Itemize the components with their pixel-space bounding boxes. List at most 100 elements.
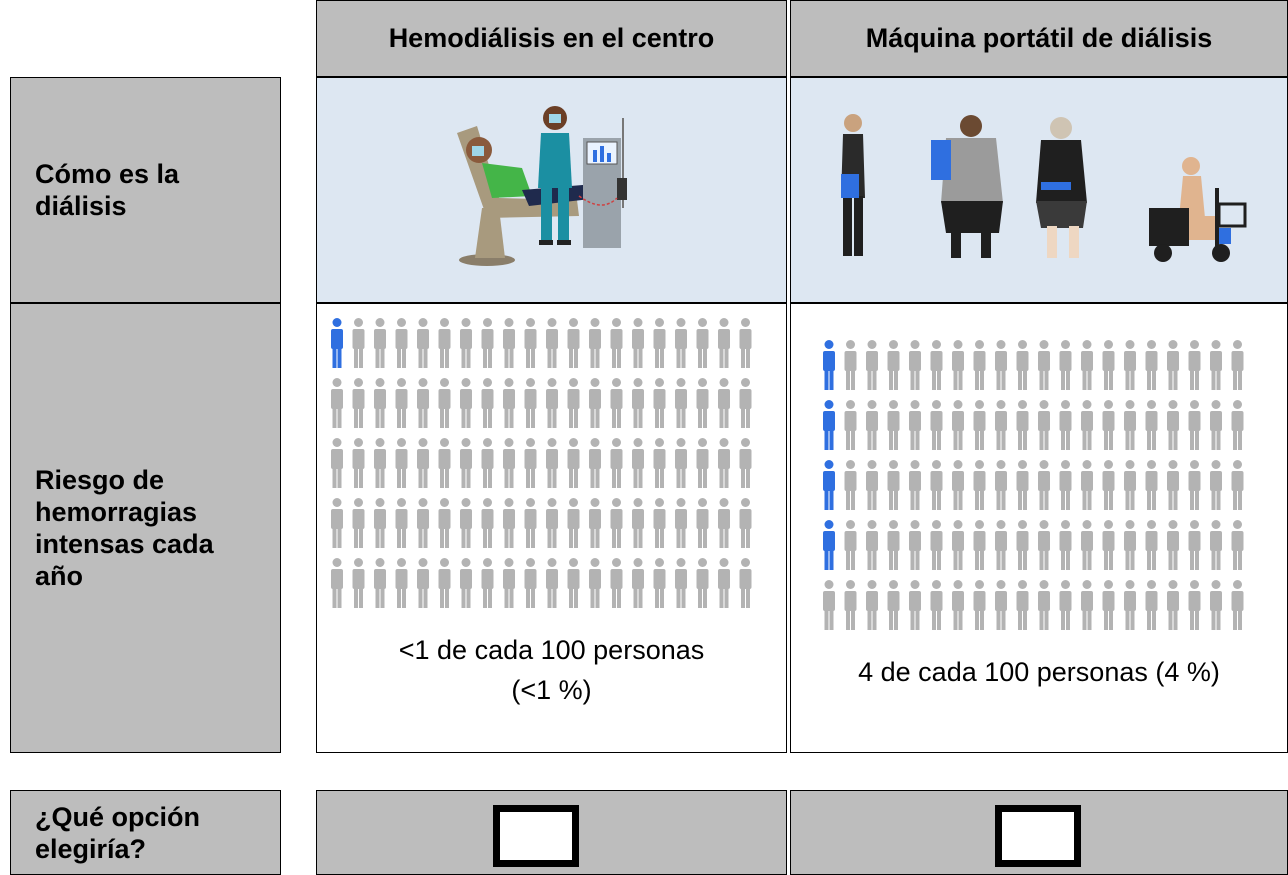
- person-icon: [352, 318, 365, 368]
- person-icon: [887, 520, 900, 570]
- person-icon: [696, 498, 709, 548]
- person-icon: [1188, 580, 1201, 630]
- person-icon: [952, 580, 964, 630]
- icon-array-hemodialysis: [331, 318, 752, 608]
- row-label-how-dialysis-text: Cómo es la diálisis: [35, 159, 180, 221]
- person-icon: [909, 520, 921, 570]
- person-icon: [973, 400, 986, 450]
- person-icon: [438, 318, 451, 368]
- person-icon: [567, 558, 580, 608]
- person-icon: [567, 438, 580, 488]
- person-icon: [524, 498, 537, 548]
- person-icon: [1124, 340, 1136, 390]
- person-icon: [930, 400, 943, 450]
- person-icon: [1188, 400, 1201, 450]
- person-icon: [718, 498, 730, 548]
- person-icon: [823, 580, 835, 630]
- person-icon: [417, 438, 429, 488]
- person-icon: [952, 400, 964, 450]
- person-icon: [909, 460, 921, 510]
- person-icon: [331, 558, 343, 608]
- person-icon: [589, 378, 601, 428]
- person-icon: [1081, 400, 1093, 450]
- person-icon: [1059, 520, 1072, 570]
- person-icon: [952, 460, 964, 510]
- person-icon: [352, 378, 365, 428]
- column-header-portable-machine: Máquina portátil de diálisis: [790, 0, 1288, 77]
- person-icon: [460, 378, 472, 428]
- person-icon: [632, 558, 644, 608]
- person-icon: [739, 438, 752, 488]
- person-icon: [1102, 460, 1115, 510]
- person-icon: [632, 438, 644, 488]
- person-icon: [1059, 340, 1072, 390]
- person-icon: [1102, 400, 1115, 450]
- person-icon: [1145, 460, 1158, 510]
- person-icon: [481, 438, 494, 488]
- person-icon: [653, 498, 666, 548]
- choice-checkbox-portable[interactable]: [995, 805, 1081, 867]
- person-icon: [887, 400, 900, 450]
- person-icon: [1188, 460, 1201, 510]
- person-icon: [1038, 580, 1050, 630]
- choice-checkbox-hemodialysis[interactable]: [493, 805, 579, 867]
- person-icon: [395, 438, 408, 488]
- person-icon: [995, 580, 1007, 630]
- person-icon: [866, 340, 878, 390]
- row-label-how-dialysis: Cómo es la diálisis: [10, 77, 281, 303]
- risk-caption-portable: 4 de cada 100 personas (4 %): [858, 657, 1220, 687]
- person-icon: [1210, 460, 1222, 510]
- person-icon: [909, 340, 921, 390]
- person-icon: [567, 318, 580, 368]
- person-icon: [1124, 580, 1136, 630]
- person-icon: [417, 318, 429, 368]
- person-icon: [844, 580, 857, 630]
- person-icon: [374, 378, 386, 428]
- person-icon: [1081, 460, 1093, 510]
- person-icon-affected: [331, 318, 343, 368]
- person-icon: [973, 340, 986, 390]
- choice-cell-portable: [790, 790, 1288, 875]
- person-icon: [374, 558, 386, 608]
- person-icon: [696, 378, 709, 428]
- person-icon: [503, 318, 515, 368]
- person-icon: [844, 520, 857, 570]
- person-icon: [546, 498, 558, 548]
- person-icon: [675, 438, 687, 488]
- person-icon: [417, 558, 429, 608]
- icon-array-portable: [823, 340, 1244, 630]
- person-icon: [610, 558, 623, 608]
- person-icon: [930, 580, 943, 630]
- person-icon: [460, 498, 472, 548]
- person-icon: [481, 318, 494, 368]
- person-icon: [1059, 400, 1072, 450]
- person-icon: [653, 438, 666, 488]
- person-icon: [460, 318, 472, 368]
- row-label-choice: ¿Qué opción elegiría?: [10, 790, 281, 875]
- person-icon: [438, 498, 451, 548]
- person-icon: [866, 400, 878, 450]
- person-icon: [395, 558, 408, 608]
- person-icon: [887, 580, 900, 630]
- person-icon: [481, 498, 494, 548]
- person-icon: [909, 580, 921, 630]
- person-icon: [653, 558, 666, 608]
- person-icon: [1231, 580, 1244, 630]
- person-icon: [1102, 340, 1115, 390]
- person-icon: [331, 378, 343, 428]
- person-icon: [1038, 400, 1050, 450]
- person-icon: [930, 460, 943, 510]
- person-icon: [887, 340, 900, 390]
- person-icon: [973, 520, 986, 570]
- person-icon: [395, 378, 408, 428]
- person-icon: [503, 438, 515, 488]
- person-icon: [417, 498, 429, 548]
- person-icon: [1210, 400, 1222, 450]
- person-icon: [1210, 580, 1222, 630]
- person-icon: [352, 438, 365, 488]
- person-icon: [1038, 340, 1050, 390]
- person-icon: [1081, 520, 1093, 570]
- person-icon: [696, 558, 709, 608]
- person-icon: [696, 318, 709, 368]
- person-icon: [930, 340, 943, 390]
